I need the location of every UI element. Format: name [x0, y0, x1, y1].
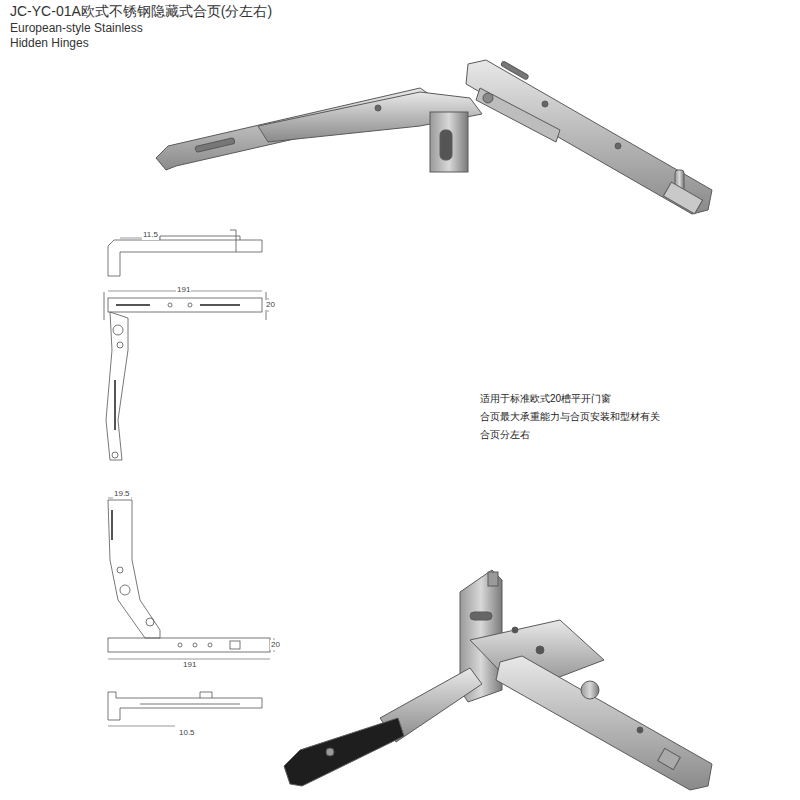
hinge-photo-top: [156, 60, 712, 214]
note-text: 适用于标准欧式20槽平开门窗: [480, 392, 611, 405]
dimension-label: 191: [182, 660, 197, 670]
note-text: 合页分左右: [480, 428, 530, 441]
dimension-label: 191: [176, 285, 191, 295]
dimension-label: 19.5: [113, 489, 131, 499]
note-text: 合页最大承重能力与合页安装和型材有关: [480, 410, 660, 423]
dimension-label: 11.5: [142, 230, 159, 240]
page-title: JC-YC-01A欧式不锈钢隐藏式合页(分左右): [10, 2, 272, 20]
dimension-label: 10.5: [178, 728, 196, 738]
dimension-label: 20: [265, 300, 276, 310]
dimension-label: 20: [270, 640, 281, 650]
technical-drawing: [104, 230, 274, 726]
subtitle: European-style Stainless Hidden Hinges: [10, 21, 160, 51]
hinge-photo-bottom: [284, 570, 712, 790]
